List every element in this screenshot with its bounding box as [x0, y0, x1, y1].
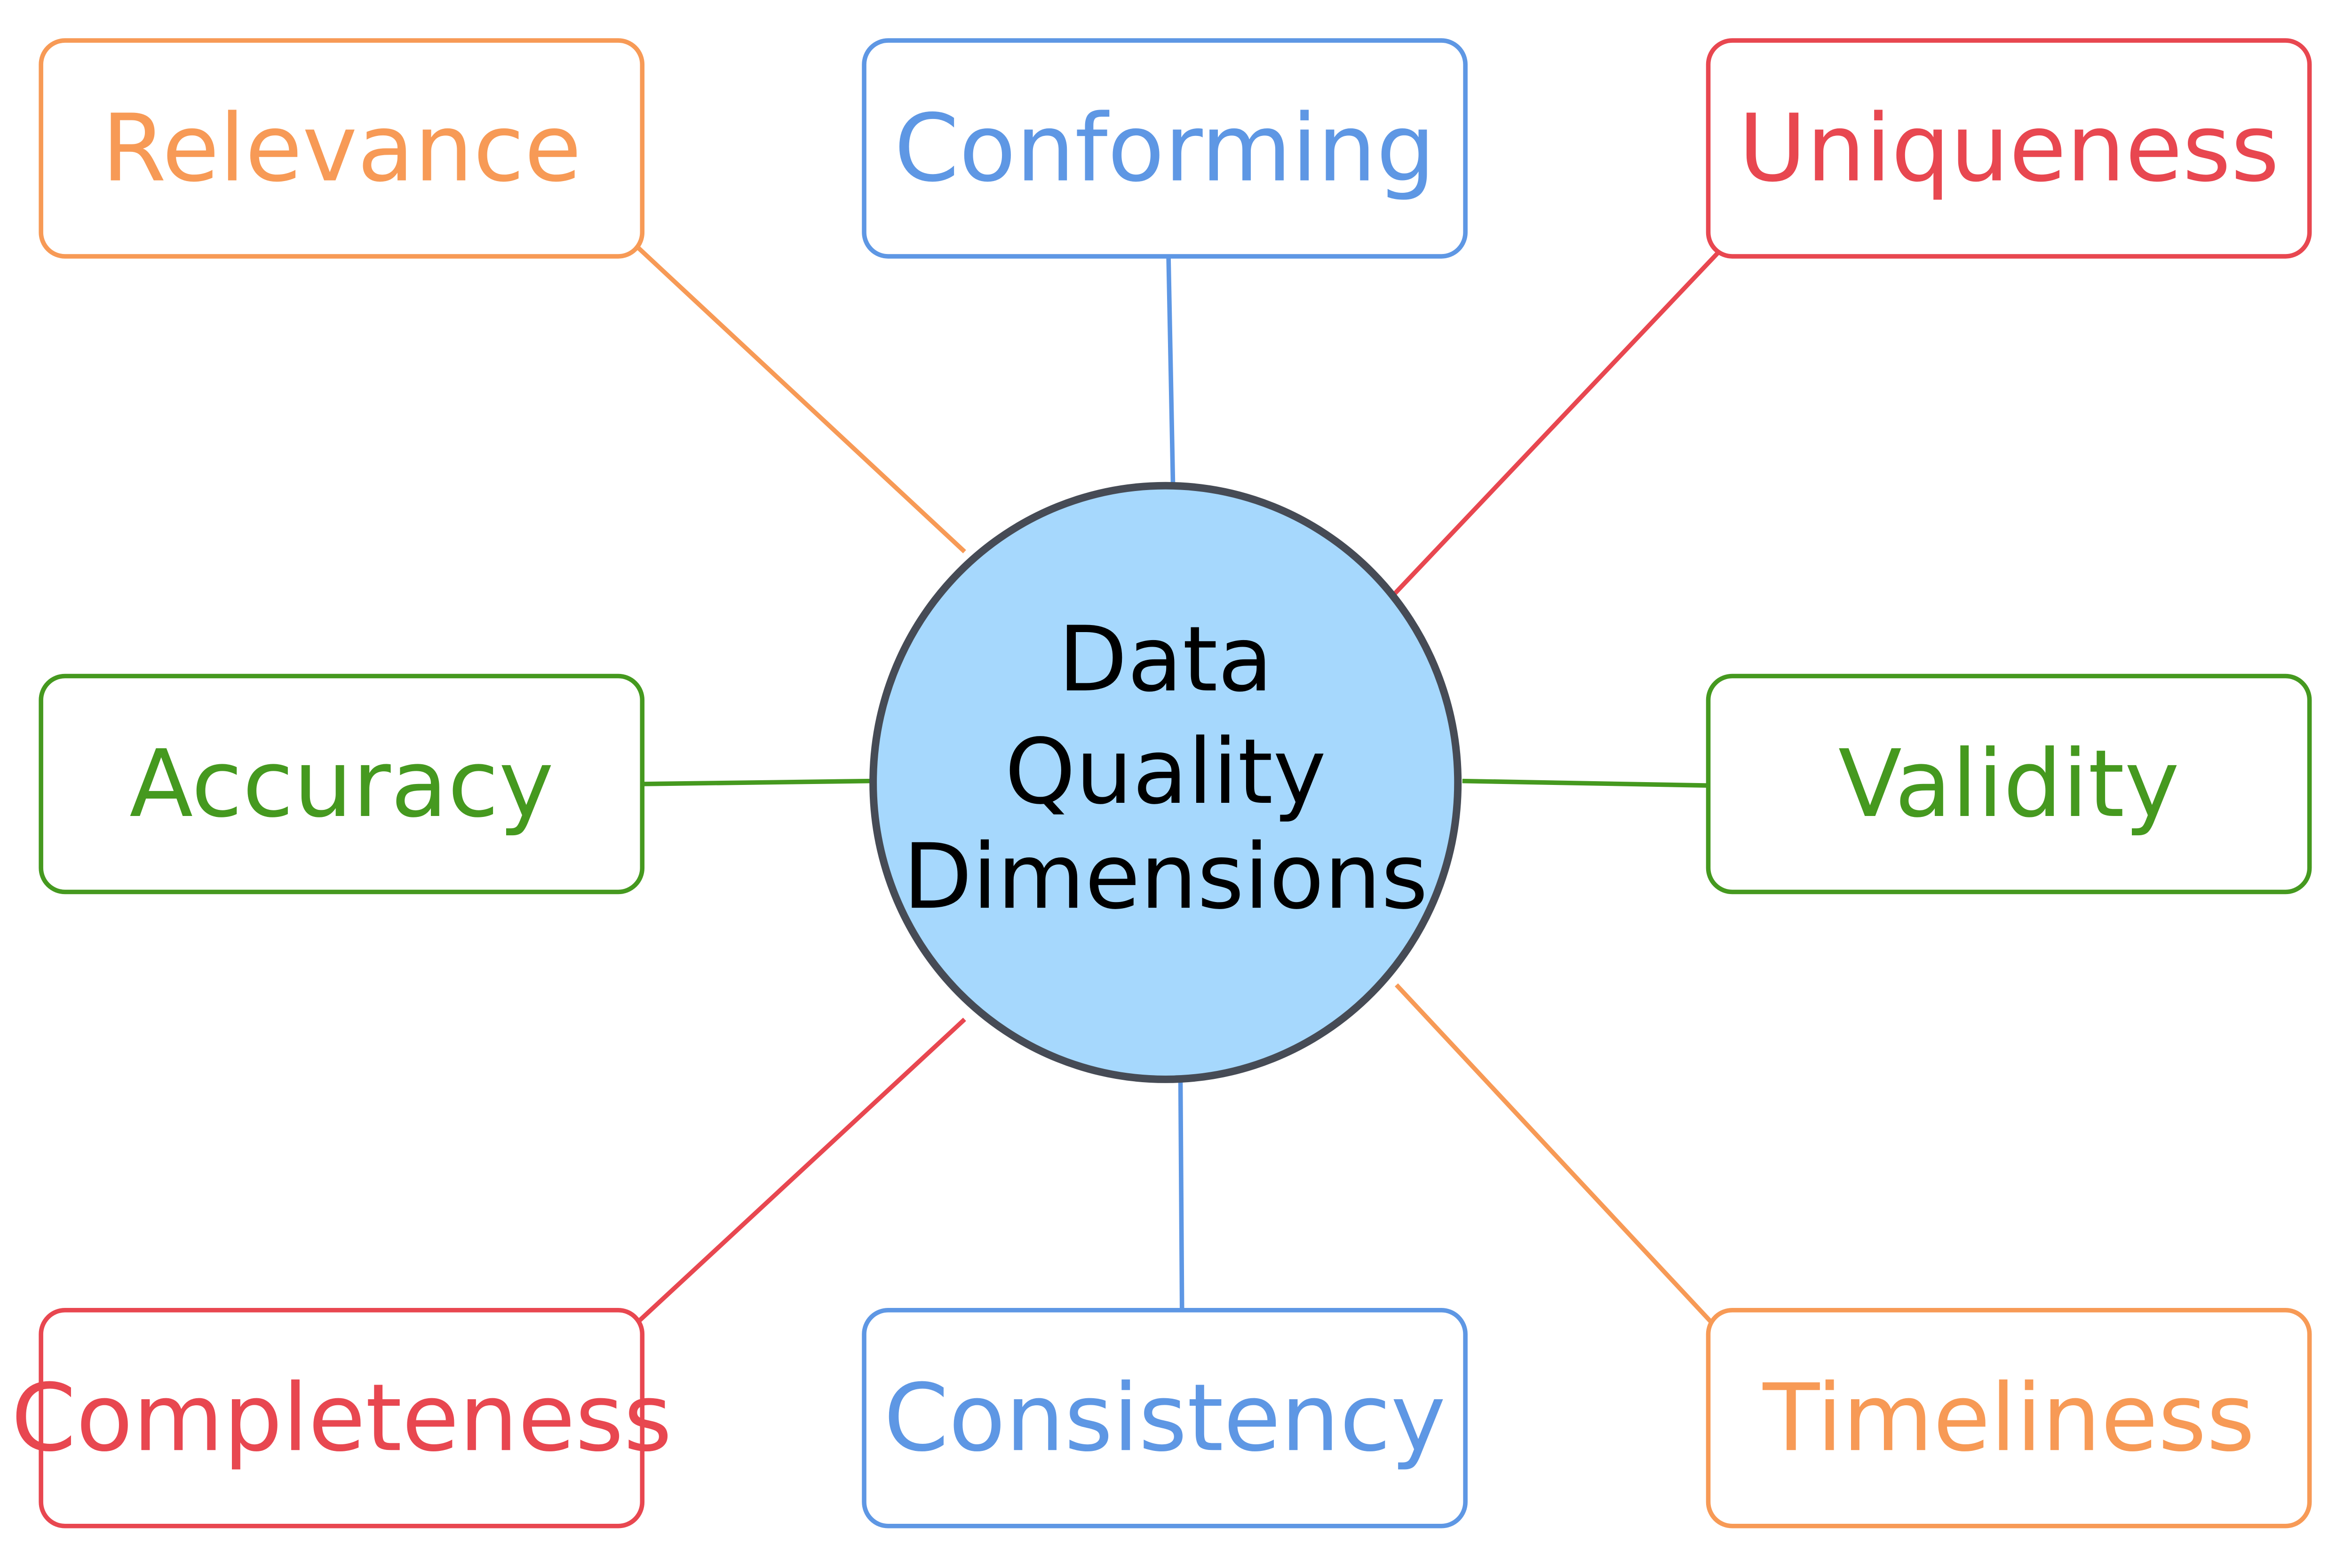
node-label: Timeliness — [1763, 1364, 2255, 1472]
center-node — [869, 482, 1462, 1083]
node-label: Conforming — [894, 95, 1435, 203]
node-box — [39, 673, 645, 895]
node-label: Relevance — [102, 95, 581, 203]
center-line-2: Quality — [1005, 720, 1326, 824]
connector-timeliness — [1395, 983, 1713, 1324]
node-uniqueness: Uniqueness — [1706, 38, 2312, 259]
node-conforming: Conforming — [862, 38, 1468, 259]
node-timeliness: Timeliness — [1706, 1307, 2312, 1528]
node-box — [1706, 38, 2312, 259]
node-box — [862, 38, 1468, 259]
node-box — [1706, 673, 2312, 895]
node-label: Consistency — [884, 1364, 1446, 1472]
connector-consistency — [1178, 1082, 1184, 1310]
center-line-3: Dimensions — [903, 824, 1428, 929]
connector-relevance — [636, 245, 966, 554]
node-box — [39, 1307, 645, 1528]
node-accuracy: Accuracy — [39, 673, 645, 895]
node-label: Completeness — [11, 1364, 672, 1472]
node-completeness: Completeness — [11, 1307, 672, 1528]
connector-conforming — [1166, 256, 1176, 486]
node-consistency: Consistency — [862, 1307, 1468, 1528]
node-label: Validity — [1838, 730, 2180, 838]
node-label: Accuracy — [129, 730, 554, 838]
connector-completeness — [636, 1017, 966, 1324]
connector-uniqueness — [1390, 249, 1722, 598]
connector-validity — [1462, 778, 1708, 788]
node-box — [862, 1307, 1468, 1528]
center-line-1: Data — [1058, 607, 1273, 712]
node-box — [39, 38, 645, 259]
node-validity: Validity — [1706, 673, 2312, 895]
node-box — [1706, 1307, 2312, 1528]
node-relevance: Relevance — [39, 38, 645, 259]
node-label: Uniqueness — [1739, 95, 2280, 203]
connector-accuracy — [642, 778, 870, 786]
